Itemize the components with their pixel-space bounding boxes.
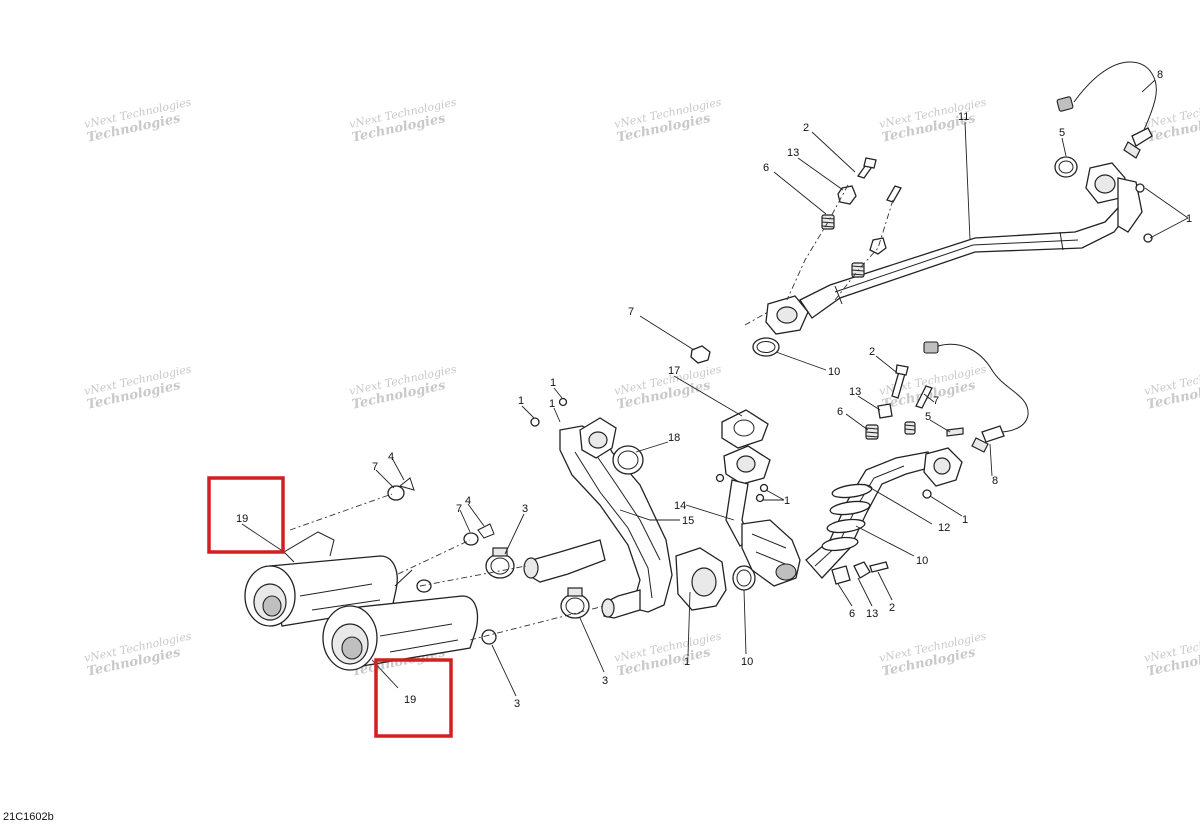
callout-number: 6 bbox=[837, 406, 843, 418]
top-fasteners bbox=[690, 157, 1153, 364]
callout-number: 1 bbox=[784, 495, 790, 507]
callout-number: 7 bbox=[628, 306, 634, 318]
callout-number: 2 bbox=[869, 346, 875, 358]
callout-number: 7 bbox=[372, 461, 378, 473]
callout-number: 2 bbox=[803, 122, 809, 134]
gasket-ring bbox=[612, 445, 644, 475]
rear-header-pipe bbox=[765, 162, 1143, 335]
front-header-pipe bbox=[523, 417, 673, 619]
callout-number: 3 bbox=[514, 698, 520, 710]
middle-fasteners bbox=[530, 364, 964, 585]
leader-lines bbox=[241, 79, 1189, 697]
highlighted-callouts: 19 19 bbox=[207, 476, 453, 738]
pipe-clamp bbox=[485, 547, 515, 579]
callout-number: 19 bbox=[404, 694, 416, 706]
mid-pipe bbox=[805, 447, 963, 579]
muffler-lower bbox=[322, 595, 479, 671]
callout-number: 18 bbox=[668, 432, 680, 444]
gasket-ring bbox=[752, 337, 780, 357]
callout-number: 1 bbox=[684, 656, 690, 668]
callout-labels: 2 13 6 11 8 5 1 7 10 1 1 1 17 18 15 14 1… bbox=[372, 69, 1192, 710]
callout-number: 6 bbox=[849, 608, 855, 620]
callout-number: 6 bbox=[763, 162, 769, 174]
callout-number: 4 bbox=[465, 495, 471, 507]
callout-number: 7 bbox=[933, 395, 939, 407]
callout-number: 1 bbox=[518, 395, 524, 407]
callout-number: 13 bbox=[866, 608, 878, 620]
callout-number: 1 bbox=[550, 377, 556, 389]
callout-number: 1 bbox=[549, 398, 555, 410]
callout-number: 3 bbox=[522, 503, 528, 515]
callout-number: 5 bbox=[1059, 127, 1065, 139]
callout-number: 3 bbox=[602, 675, 608, 687]
callout-number: 17 bbox=[668, 365, 680, 377]
oxygen-sensor bbox=[923, 341, 1029, 453]
callout-number: 8 bbox=[992, 475, 998, 487]
callout-number: 13 bbox=[849, 386, 861, 398]
callout-number: 13 bbox=[787, 147, 799, 159]
callout-number: 10 bbox=[741, 656, 753, 668]
left-fasteners bbox=[289, 477, 605, 645]
diagram-reference-code: 21C1602b bbox=[3, 811, 54, 823]
callout-number: 2 bbox=[889, 602, 895, 614]
callout-number: 10 bbox=[916, 555, 928, 567]
callout-number: 1 bbox=[1186, 213, 1192, 225]
oxygen-sensor bbox=[1056, 61, 1157, 159]
catalytic-converter bbox=[723, 445, 801, 587]
callout-number: 5 bbox=[925, 411, 931, 423]
callout-number: 19 bbox=[236, 513, 248, 525]
gasket-ring bbox=[1054, 156, 1078, 178]
gasket-plate bbox=[721, 409, 769, 449]
callout-number: 7 bbox=[456, 503, 462, 515]
callout-number: 14 bbox=[674, 500, 686, 512]
callout-number: 1 bbox=[962, 514, 968, 526]
callout-number: 15 bbox=[682, 515, 694, 527]
callout-number: 11 bbox=[958, 111, 969, 123]
muffler-upper bbox=[244, 531, 413, 627]
callout-number: 10 bbox=[828, 366, 840, 378]
highlight-box bbox=[207, 476, 285, 554]
highlight-box bbox=[374, 658, 453, 738]
callout-number: 4 bbox=[388, 451, 394, 463]
callout-number: 8 bbox=[1157, 69, 1163, 81]
callout-number: 12 bbox=[938, 522, 950, 534]
